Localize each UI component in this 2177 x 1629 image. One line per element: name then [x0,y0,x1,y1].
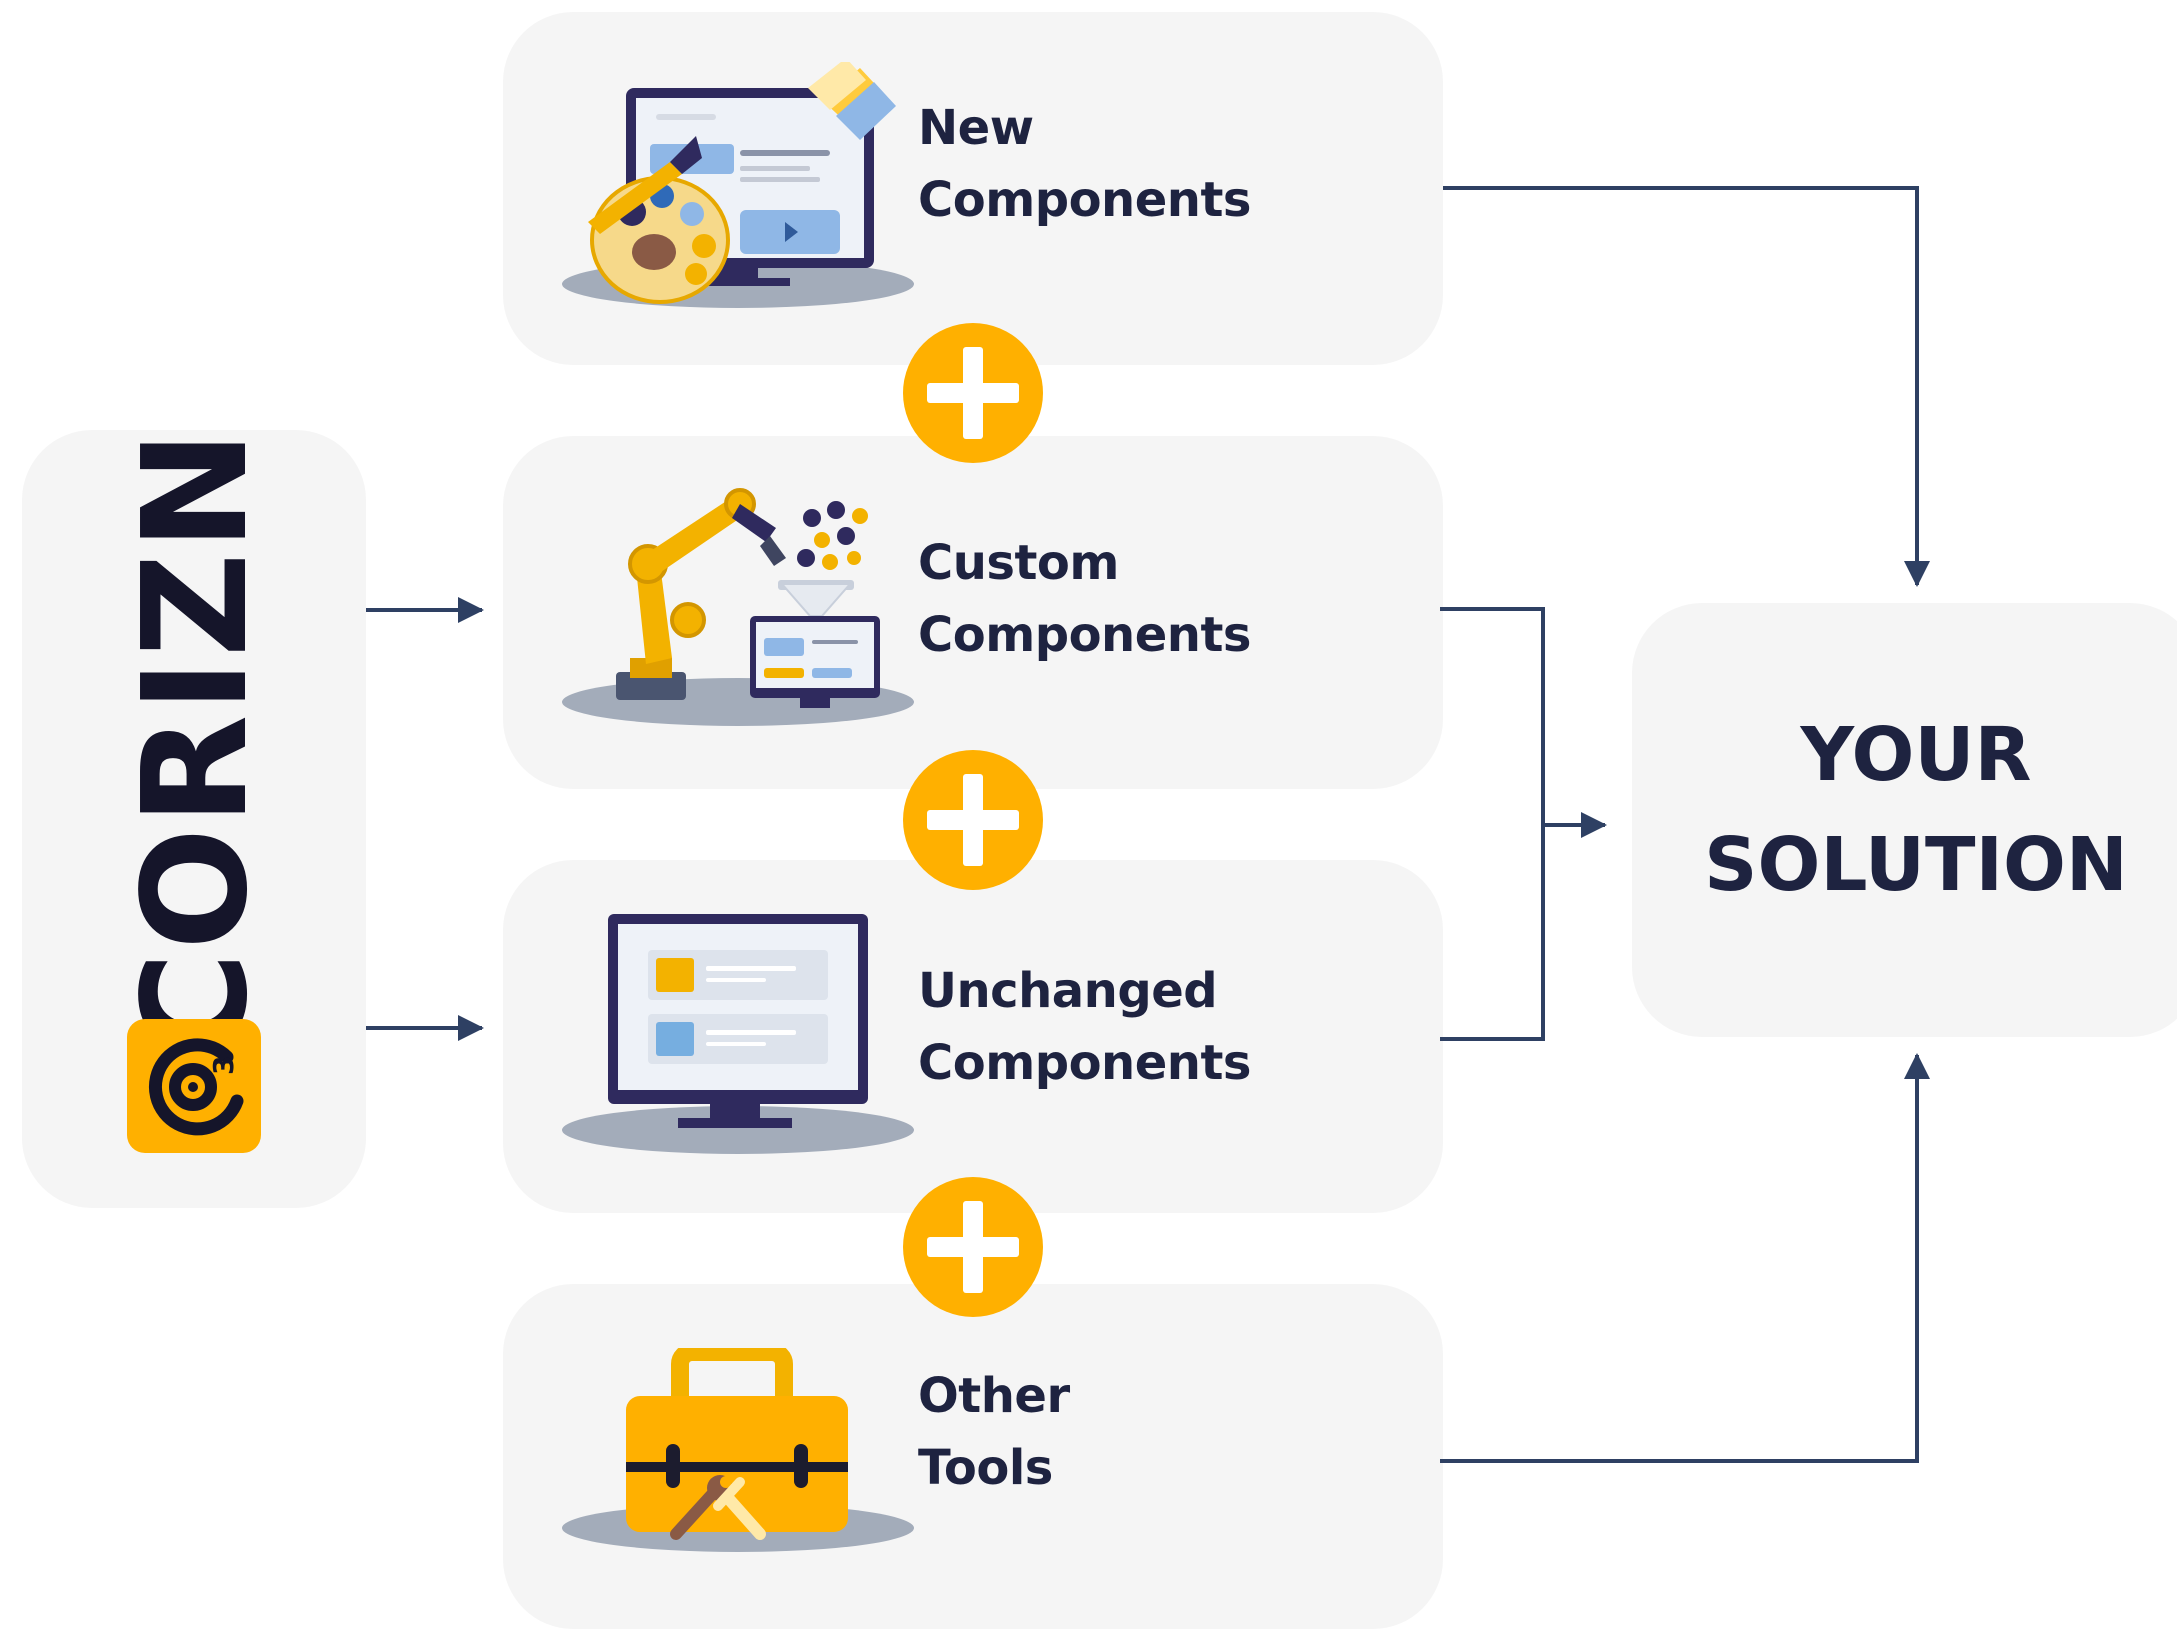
card-label-line1: Unchanged [918,963,1218,1019]
monitor-icon [562,914,914,1154]
plus-icon [903,750,1043,890]
card-label-line1: Custom [918,535,1119,591]
arrow-tools-to-solution [1440,1053,1930,1463]
card-label-tools: Other Tools [918,1360,1070,1504]
card-label-line2: Components [918,1035,1251,1091]
bracket-custom-unchanged [1440,607,1545,1041]
card-label-line2: Components [918,607,1251,663]
toolbox-icon [562,1348,914,1552]
brand-wordmark: CORIZN [111,428,279,1058]
plus-icon [903,1177,1043,1317]
card-label-line1: New [918,100,1034,156]
plus-icon [903,323,1043,463]
card-label-line2: Components [918,172,1251,228]
solution-label: YOUR SOLUTION [1632,700,2177,920]
card-label-custom: Custom Components [918,527,1251,671]
card-label-unchanged: Unchanged Components [918,955,1251,1099]
card-label-line2: Tools [918,1440,1053,1496]
card-label-line1: Other [918,1368,1070,1424]
arrow-new-to-solution [1443,186,1930,587]
svg-text:3: 3 [207,1056,240,1075]
solution-label-line1: YOUR [1800,712,2032,798]
solution-panel [1632,603,2177,1037]
solution-label-line2: SOLUTION [1704,822,2128,908]
card-label-new: New Components [918,92,1251,236]
brand-logo-icon: 3 [127,1019,261,1153]
robot-arm-icon [562,488,914,726]
palette-monitor-icon [562,62,914,308]
